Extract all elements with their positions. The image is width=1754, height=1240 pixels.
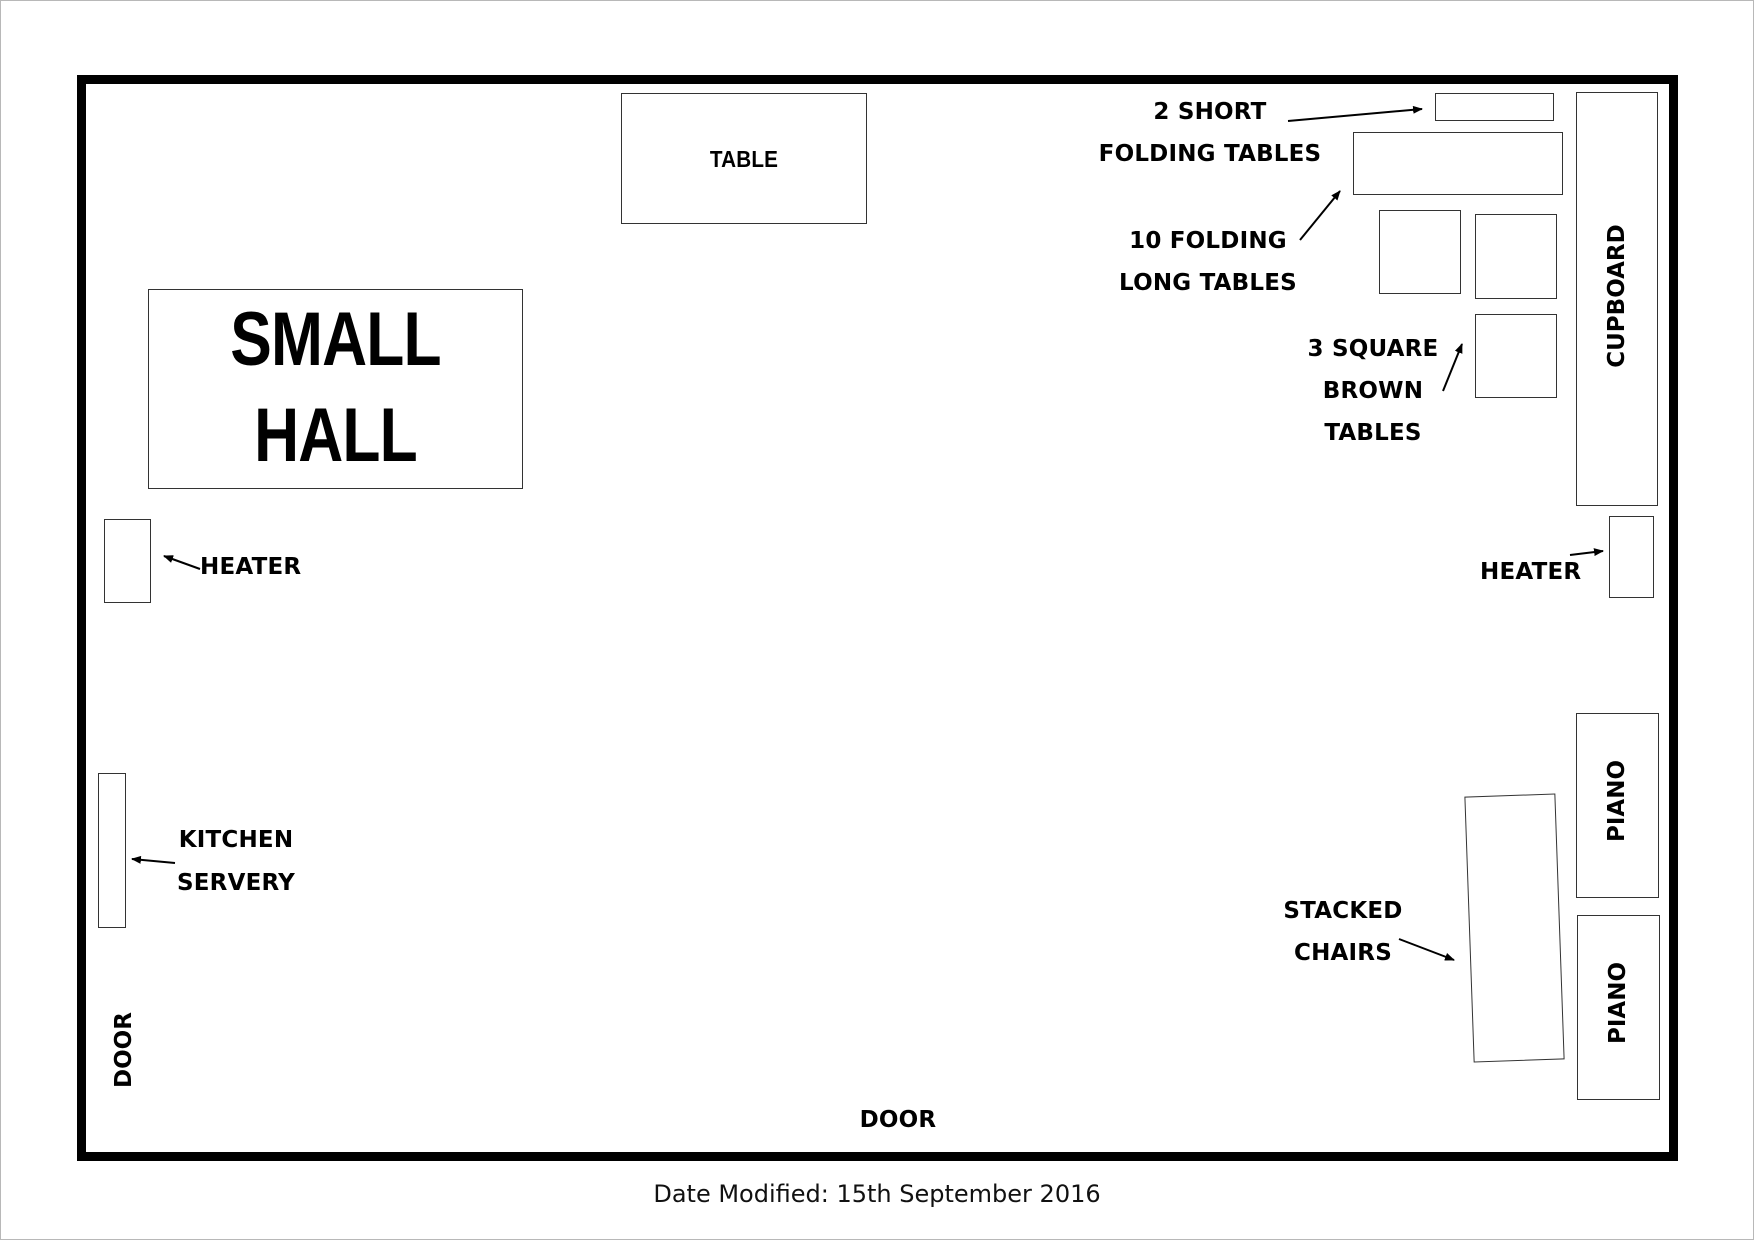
short-folding-tables xyxy=(1435,93,1554,121)
title-line-2: HALL xyxy=(254,393,418,478)
kitchen-label-1: KITCHEN xyxy=(178,827,294,853)
square-tables-label-3: TABLES xyxy=(1324,420,1422,446)
room-outline xyxy=(77,75,1678,1161)
long-tables-label-2: LONG TABLES xyxy=(1119,270,1297,296)
table: TABLE xyxy=(621,93,867,224)
door-bottom-label: DOOR xyxy=(859,1107,937,1133)
table-label: TABLE xyxy=(709,146,779,172)
kitchen-label-2: SERVERY xyxy=(176,870,295,896)
chairs-label-1: STACKED xyxy=(1283,898,1403,924)
heater-right xyxy=(1609,516,1654,598)
long-folding-tables xyxy=(1353,132,1563,195)
square-table-3 xyxy=(1475,314,1557,398)
square-tables-label-2: BROWN xyxy=(1322,378,1424,404)
kitchen-servery xyxy=(98,773,126,928)
piano-1: PIANO xyxy=(1576,713,1659,898)
chairs-label-2: CHAIRS xyxy=(1294,940,1392,966)
square-table-1 xyxy=(1379,210,1461,294)
short-tables-label-2: FOLDING TABLES xyxy=(1098,141,1322,167)
heater-right-label: HEATER xyxy=(1480,559,1582,585)
piano-2: PIANO xyxy=(1577,915,1660,1100)
long-tables-label-1: 10 FOLDING xyxy=(1129,228,1287,254)
heater-left xyxy=(104,519,151,603)
square-tables-label-1: 3 SQUARE xyxy=(1307,336,1439,362)
square-table-2 xyxy=(1475,214,1557,299)
heater-left-label: HEATER xyxy=(200,554,302,580)
cupboard: CUPBOARD xyxy=(1576,92,1658,506)
short-tables-label-1: 2 SHORT xyxy=(1153,99,1267,125)
title-line-1: SMALL xyxy=(230,297,441,382)
date-modified-footer: Date Modified: 15th September 2016 xyxy=(653,1180,1101,1208)
small-hall-title-box: SMALL HALL xyxy=(148,289,523,489)
